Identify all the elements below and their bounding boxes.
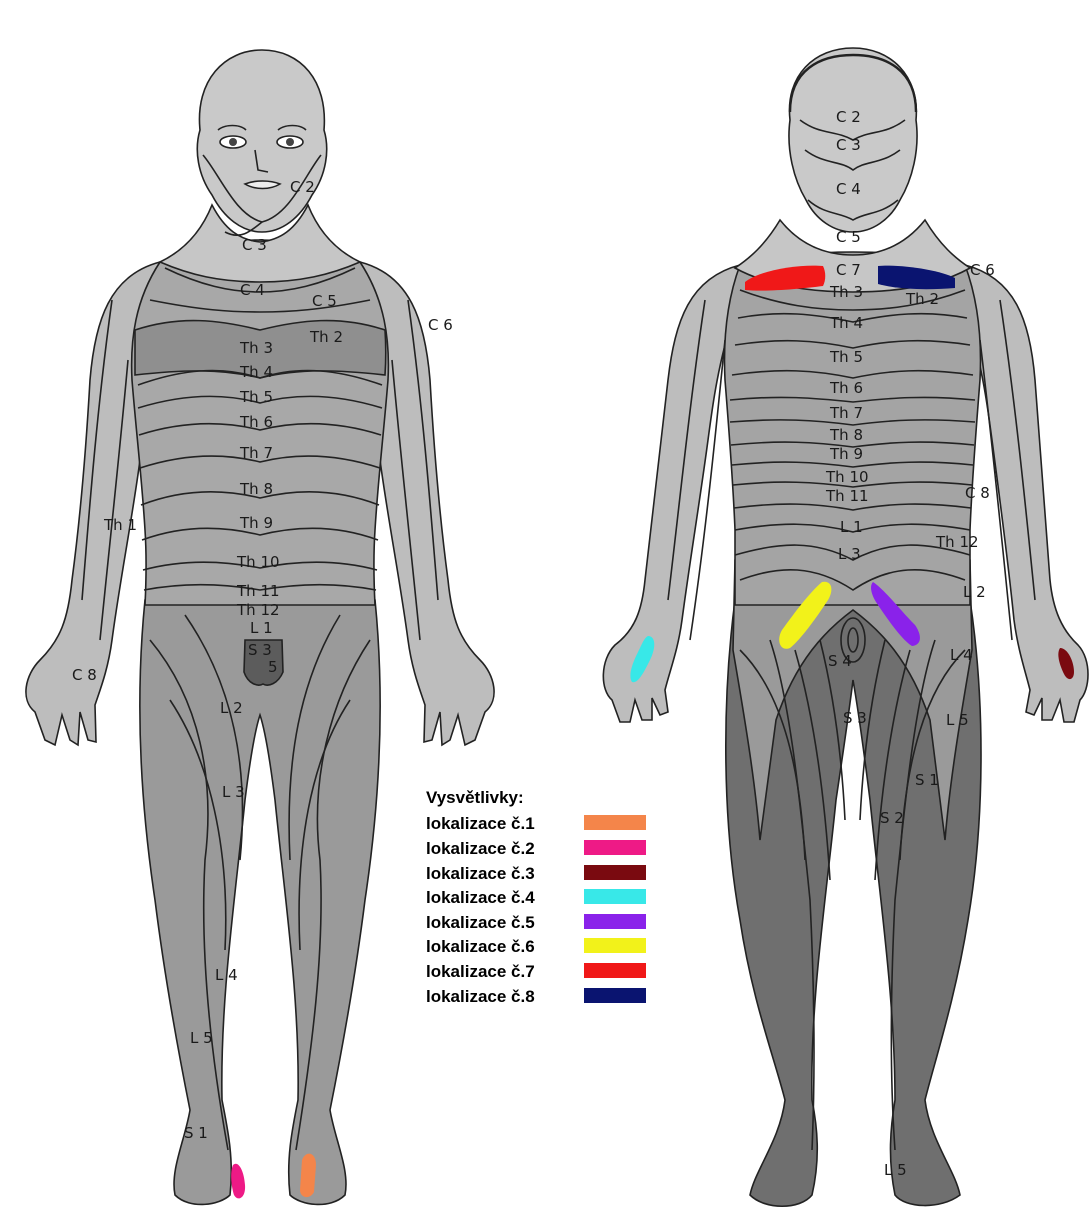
front-label-th6: Th 6 (239, 413, 273, 431)
front-label-th11: Th 11 (236, 582, 280, 600)
back-label-l1: L 1 (840, 518, 863, 536)
back-label-c7: C 7 (836, 261, 861, 279)
back-label-th11: Th 11 (825, 487, 869, 505)
front-label-l4: L 4 (215, 966, 238, 984)
legend-item-7-swatch (584, 963, 646, 978)
front-label-c8: C 8 (72, 666, 97, 684)
front-label-th8: Th 8 (239, 480, 273, 498)
front-label-l2: L 2 (220, 699, 243, 717)
back-label-c2: C 2 (836, 108, 861, 126)
front-label-l5: L 5 (190, 1029, 213, 1047)
back-label-th2: Th 2 (905, 290, 939, 308)
back-label-s3: S 3 (843, 709, 867, 727)
back-label-th9: Th 9 (829, 445, 863, 463)
front-label-th5: Th 5 (239, 388, 273, 406)
back-label-l4: L 4 (950, 646, 973, 664)
front-label-l1: L 1 (250, 619, 273, 637)
legend-item-2-swatch (584, 840, 646, 855)
back-label-th10: Th 10 (825, 468, 869, 486)
legend-item-3-label: lokalizace č.3 (426, 864, 535, 883)
back-label-th5: Th 5 (829, 348, 863, 366)
back-label-th7: Th 7 (829, 404, 863, 422)
legend-item-5-swatch (584, 914, 646, 929)
back-label-c4: C 4 (836, 180, 861, 198)
back-label-l5: L 5 (946, 711, 969, 729)
back-label-l2: L 2 (963, 583, 986, 601)
front-label-s1: S 1 (184, 1124, 208, 1142)
front-label-l3: L 3 (222, 783, 245, 801)
front-label-c5: C 5 (312, 292, 337, 310)
front-label-c2: C 2 (290, 178, 315, 196)
back-label-l5-foot: L 5 (884, 1161, 907, 1179)
back-label-s2: S 2 (880, 809, 904, 827)
legend-item-3-swatch (584, 865, 646, 880)
legend-item-2-label: lokalizace č.2 (426, 839, 535, 858)
legend-item-5-label: lokalizace č.5 (426, 913, 535, 932)
legend-item-4-label: lokalizace č.4 (426, 888, 535, 907)
legend-item-1-label: lokalizace č.1 (426, 814, 535, 833)
front-label-th7: Th 7 (239, 444, 273, 462)
legend-title: Vysvětlivky: (426, 788, 524, 807)
front-label-th1: Th 1 (103, 516, 137, 534)
back-label-s1: S 1 (915, 771, 939, 789)
back-label-c3: C 3 (836, 136, 861, 154)
back-label-c6: C 6 (970, 261, 995, 279)
back-label-th6: Th 6 (829, 379, 863, 397)
front-label-th2: Th 2 (309, 328, 343, 346)
back-label-th4: Th 4 (829, 314, 863, 332)
legend-item-8-label: lokalizace č.8 (426, 987, 535, 1006)
front-label-th10: Th 10 (236, 553, 280, 571)
legend-item-6-label: lokalizace č.6 (426, 937, 535, 956)
back-label-l3: L 3 (838, 545, 861, 563)
front-label-c3: C 3 (242, 236, 267, 254)
back-label-c8: C 8 (965, 484, 990, 502)
back-label-th8: Th 8 (829, 426, 863, 444)
legend-item-8-swatch (584, 988, 646, 1003)
localization-1-front-right-foot (300, 1154, 316, 1197)
front-label-th3: Th 3 (239, 339, 273, 357)
legend-item-4-swatch (584, 889, 646, 904)
front-label-s5: 5 (268, 658, 278, 676)
legend-item-7-label: lokalizace č.7 (426, 962, 535, 981)
legend: Vysvětlivky: lokalizace č.1 lokalizace č… (418, 782, 668, 1192)
front-label-c4: C 4 (240, 281, 265, 299)
front-label-th9: Th 9 (239, 514, 273, 532)
legend-item-6-swatch (584, 938, 646, 953)
back-label-th3: Th 3 (829, 283, 863, 301)
back-label-s4: S 4 (828, 652, 852, 670)
front-label-s3: S 3 (248, 641, 272, 659)
front-label-c6: C 6 (428, 316, 453, 334)
back-label-c5: C 5 (836, 228, 861, 246)
front-label-th4: Th 4 (239, 363, 273, 381)
legend-item-1-swatch (584, 815, 646, 830)
back-label-th12: Th 12 (935, 533, 979, 551)
front-label-th12: Th 12 (236, 601, 280, 619)
